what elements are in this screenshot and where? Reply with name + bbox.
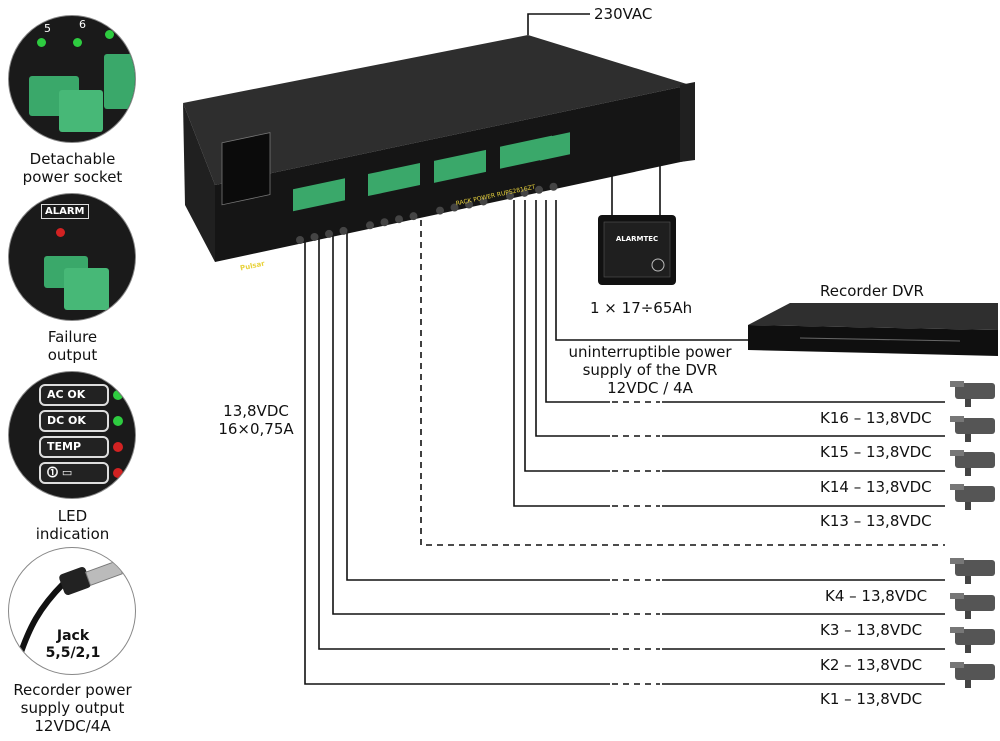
led-dc-ok: DC OK — [39, 410, 123, 432]
output-k3: K3 – 13,8VDC — [820, 621, 923, 639]
fuse — [310, 232, 319, 241]
output-k15: K15 – 13,8VDC — [820, 443, 932, 461]
battery-brand: ALARMTEC — [615, 235, 659, 243]
terminal-block — [540, 132, 570, 161]
camera-icon — [950, 593, 995, 619]
output-k1: K1 – 13,8VDC — [820, 690, 923, 708]
camera-icon — [950, 627, 995, 653]
output-k16: K16 – 13,8VDC — [820, 409, 932, 427]
battery-warning-icon: ⓵ ▭ — [47, 466, 73, 479]
fuse — [436, 206, 444, 215]
camera-icon — [950, 381, 995, 407]
power-input-label: 230VAC — [594, 5, 653, 23]
fuse — [535, 185, 543, 194]
led-temp: TEMP — [39, 436, 123, 458]
fuse — [506, 191, 514, 200]
battery-label: 1 × 17÷65Ah — [590, 299, 693, 317]
inset-jack: Jack 5,5/2,1 — [8, 547, 136, 675]
dvr-recorder — [748, 303, 998, 356]
camera-icon — [950, 450, 995, 476]
fuse — [465, 200, 473, 209]
output-k14: K14 – 13,8VDC — [820, 478, 932, 496]
fuse — [520, 188, 529, 197]
terminal-block — [500, 135, 552, 169]
fuse — [380, 218, 389, 227]
fuse — [325, 229, 333, 238]
fuse — [409, 212, 418, 221]
led-ac-ok: AC OK — [39, 384, 123, 406]
camera-icon — [950, 558, 995, 584]
jack-plug-icon — [16, 559, 124, 659]
inset-led-indication: AC OK DC OK TEMP ⓵ ▭ — [8, 371, 136, 499]
fuse — [450, 203, 459, 212]
output-k13: K13 – 13,8VDC — [820, 512, 932, 530]
inset-power-socket: 5 6 — [8, 15, 136, 143]
terminal-block — [293, 178, 345, 212]
fuse — [366, 221, 374, 230]
camera-icon — [950, 662, 995, 688]
terminal-block — [368, 163, 420, 197]
inset-failure-output: ALARM — [8, 193, 136, 321]
fuse — [479, 197, 488, 206]
output-k2: K2 – 13,8VDC — [820, 656, 923, 674]
camera-icon — [950, 416, 995, 442]
battery — [598, 215, 676, 285]
fuse — [395, 215, 403, 224]
dvr-title: Recorder DVR — [820, 282, 924, 300]
fuse — [549, 182, 558, 191]
fuse — [339, 226, 348, 235]
camera-icon — [950, 484, 995, 510]
output-k4: K4 – 13,8VDC — [825, 587, 928, 605]
terminal-block — [434, 149, 486, 183]
fuse — [296, 236, 304, 244]
led-battery: ⓵ ▭ — [39, 462, 123, 484]
